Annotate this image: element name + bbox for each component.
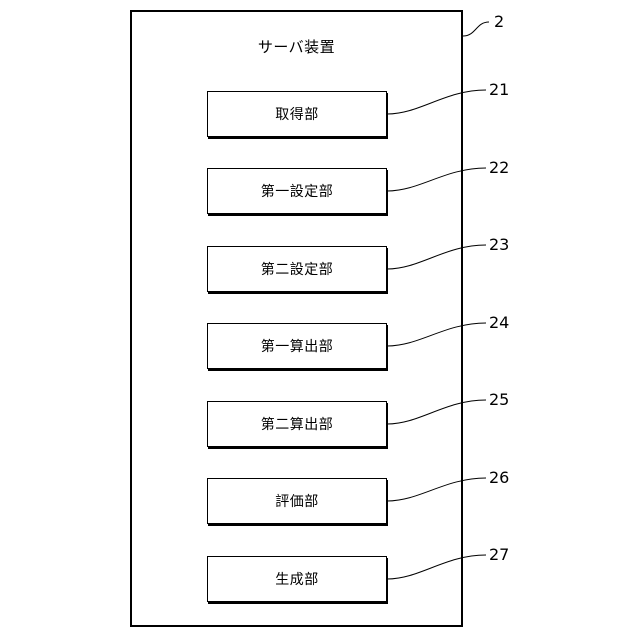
unit-label-second-calculation: 第二算出部 xyxy=(261,414,334,434)
ref-label-unit-3: 23 xyxy=(489,237,509,253)
ref-label-device: 2 xyxy=(494,14,504,30)
ref-label-unit-2: 22 xyxy=(489,160,509,176)
ref-label-unit-1: 21 xyxy=(489,82,509,98)
ref-label-unit-5: 25 xyxy=(489,392,509,408)
unit-label-generation: 生成部 xyxy=(275,569,319,589)
unit-box-generation: 生成部 xyxy=(207,556,387,602)
ref-label-unit-4: 24 xyxy=(489,315,509,331)
unit-box-first-setting: 第一設定部 xyxy=(207,168,387,214)
unit-box-first-calculation: 第一算出部 xyxy=(207,323,387,369)
unit-label-acquisition: 取得部 xyxy=(275,104,319,124)
unit-box-acquisition: 取得部 xyxy=(207,91,387,137)
server-device-title: サーバ装置 xyxy=(132,36,461,57)
ref-label-unit-7: 27 xyxy=(489,547,509,563)
unit-label-first-calculation: 第一算出部 xyxy=(261,336,334,356)
unit-box-second-setting: 第二設定部 xyxy=(207,246,387,292)
unit-box-evaluation: 評価部 xyxy=(207,478,387,524)
unit-label-evaluation: 評価部 xyxy=(275,491,319,511)
leader-line-device xyxy=(463,22,489,36)
unit-box-second-calculation: 第二算出部 xyxy=(207,401,387,447)
unit-label-first-setting: 第一設定部 xyxy=(261,181,334,201)
ref-label-unit-6: 26 xyxy=(489,470,509,486)
unit-label-second-setting: 第二設定部 xyxy=(261,259,334,279)
